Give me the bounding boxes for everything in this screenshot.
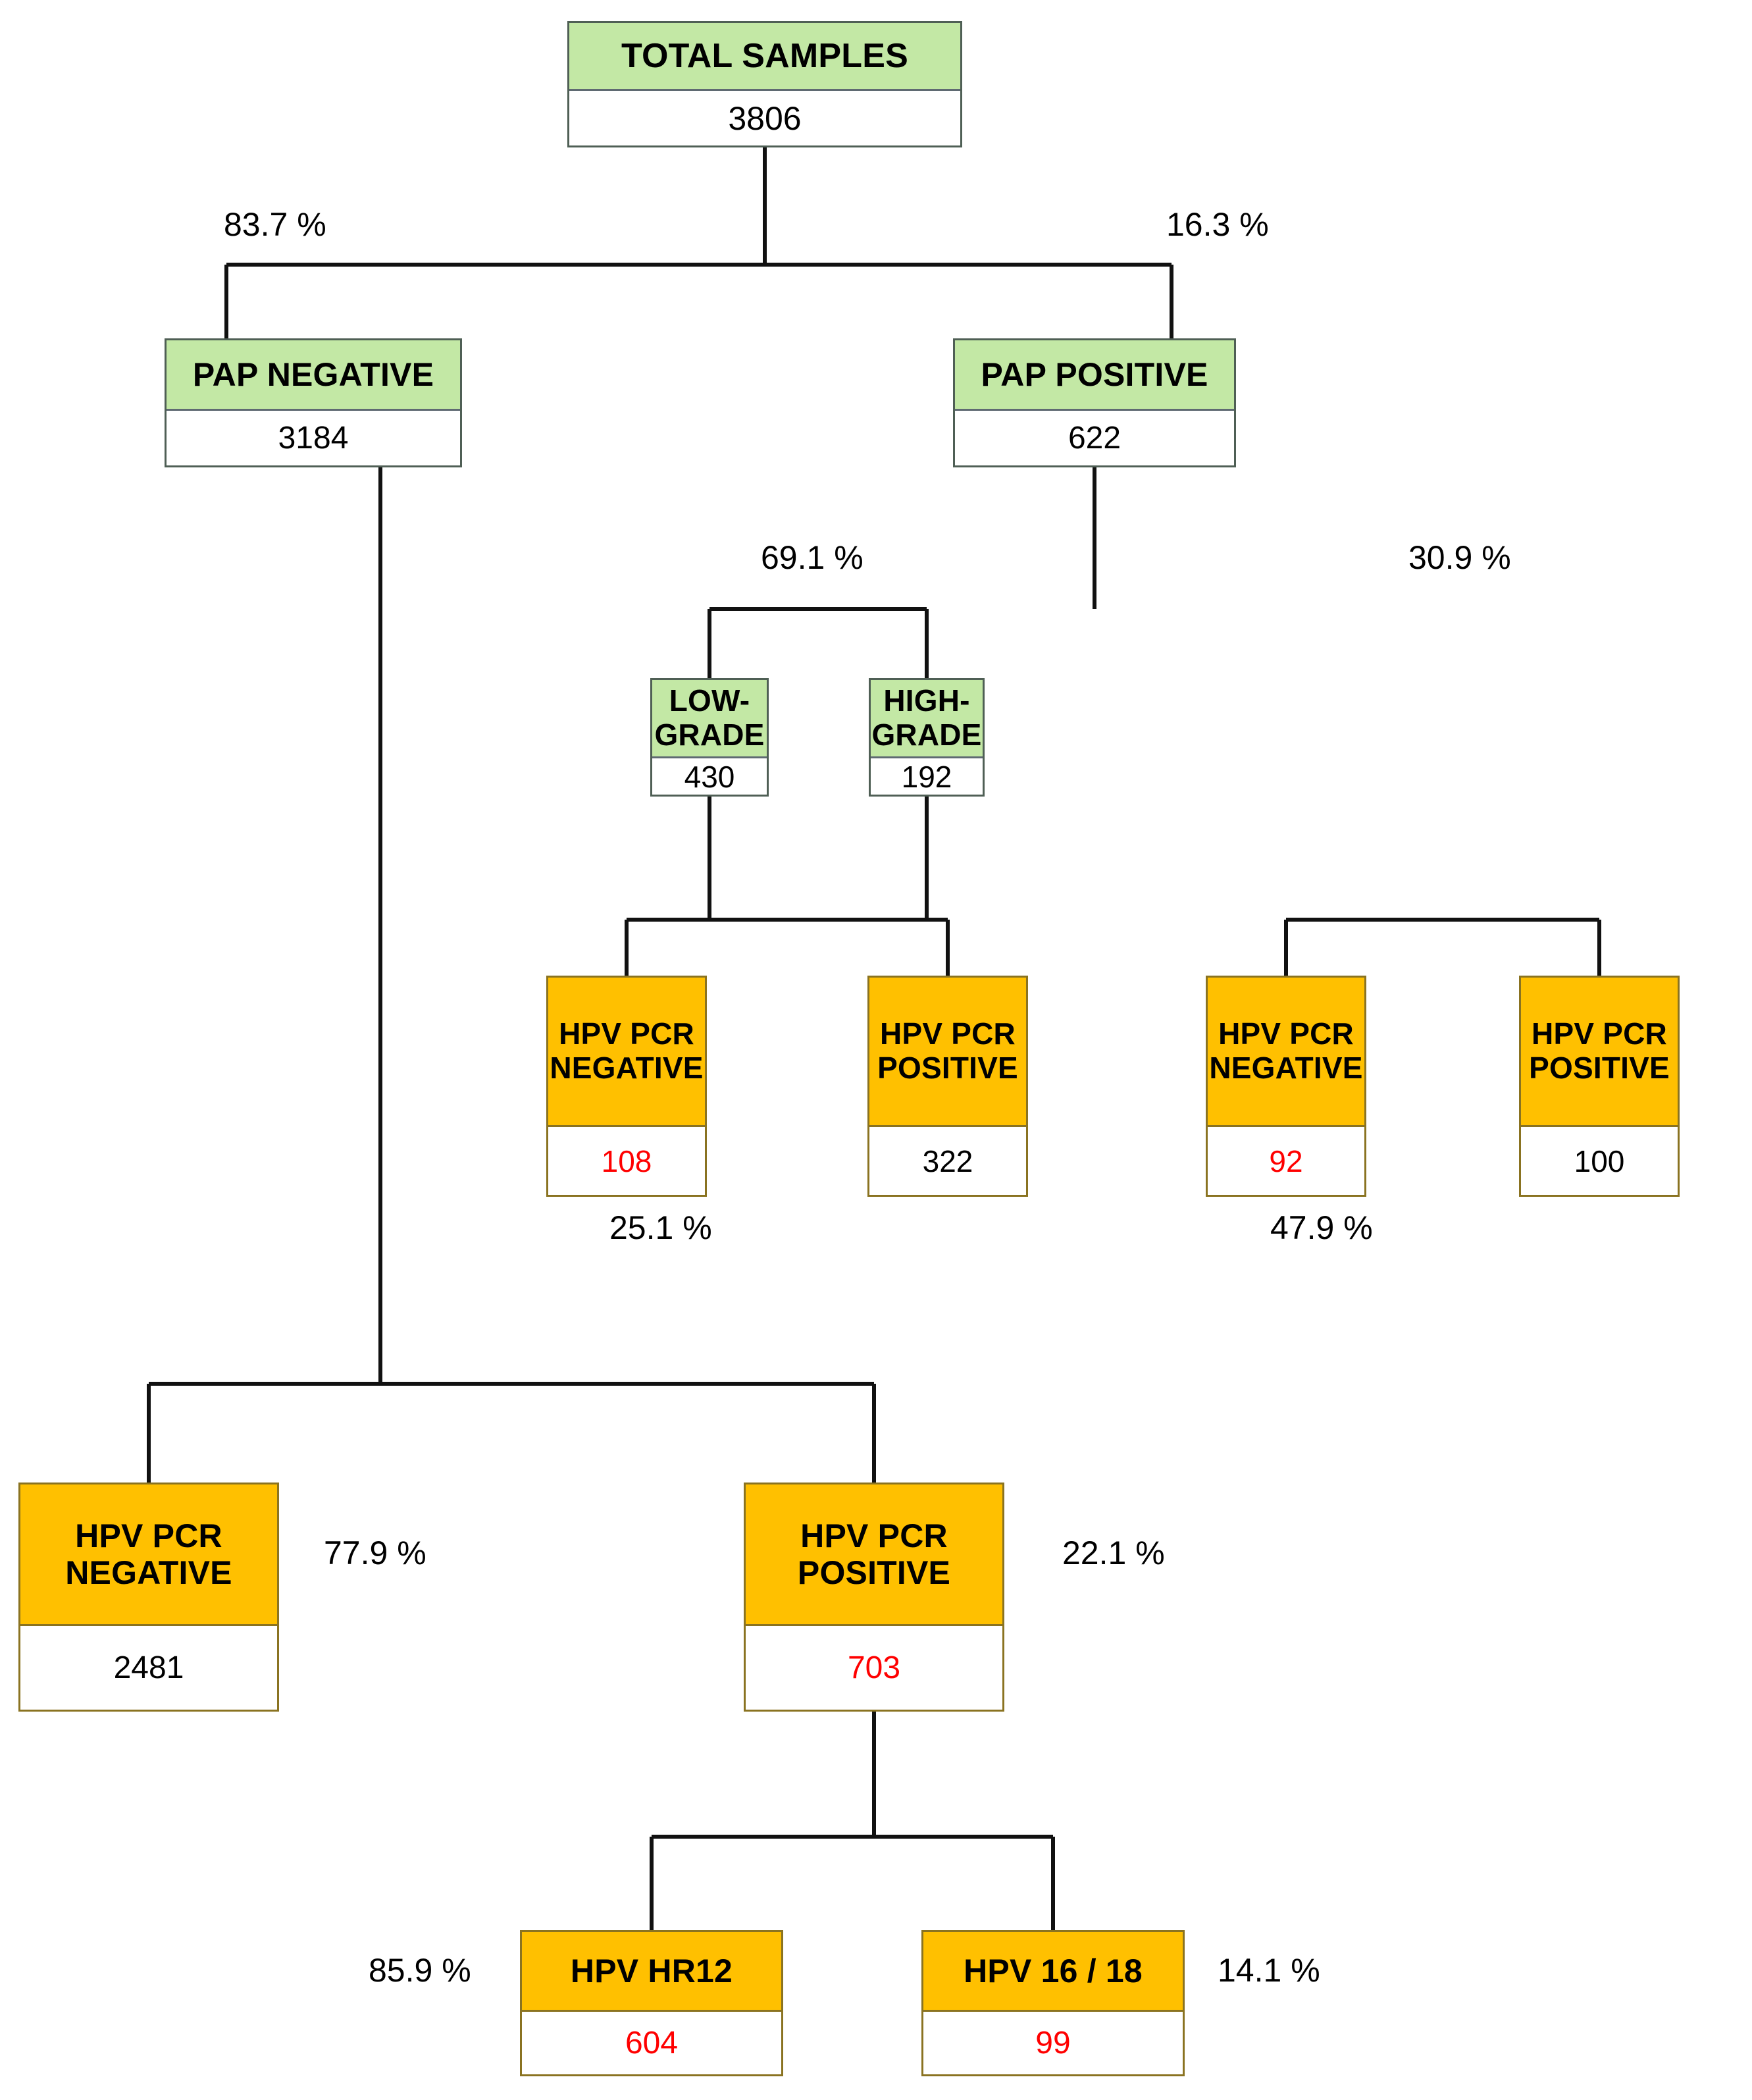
percent-label-highgrade-pcr-negative: 47.9 % (1270, 1209, 1373, 1246)
percent-label-hpv-hr12: 85.9 % (369, 1952, 471, 1989)
node-total-samples[interactable]: TOTAL SAMPLES 3806 (567, 21, 962, 147)
node-hpv-16-18-value: 99 (923, 2010, 1183, 2074)
node-low-grade-label: LOW-GRADE (652, 680, 767, 756)
node-highgrade-hpv-pcr-negative-value: 92 (1208, 1125, 1364, 1195)
node-total-samples-value: 3806 (569, 89, 960, 145)
node-lowgrade-hpv-pcr-negative[interactable]: HPV PCR NEGATIVE 108 (546, 976, 707, 1197)
node-papnegative-hpv-pcr-positive-label: HPV PCR POSITIVE (746, 1484, 1002, 1624)
node-papnegative-hpv-pcr-positive[interactable]: HPV PCR POSITIVE 703 (744, 1483, 1004, 1712)
node-pap-positive[interactable]: PAP POSITIVE 622 (953, 338, 1236, 467)
node-lowgrade-hpv-pcr-positive-value: 322 (869, 1125, 1026, 1195)
node-hpv-hr12-value: 604 (522, 2010, 781, 2074)
node-low-grade[interactable]: LOW-GRADE 430 (650, 678, 769, 797)
node-high-grade-value: 192 (871, 756, 983, 795)
percent-label-papnegative-pcr-negative: 77.9 % (324, 1535, 426, 1571)
node-hpv-hr12[interactable]: HPV HR12 604 (520, 1930, 783, 2076)
percent-label-hpv-16-18: 14.1 % (1218, 1952, 1320, 1989)
node-high-grade-label: HIGH-GRADE (871, 680, 983, 756)
percent-label-lowgrade-pcr-negative: 25.1 % (609, 1209, 712, 1246)
node-total-samples-label: TOTAL SAMPLES (569, 23, 960, 89)
node-pap-positive-label: PAP POSITIVE (955, 340, 1234, 409)
node-highgrade-hpv-pcr-negative-label: HPV PCR NEGATIVE (1208, 978, 1364, 1125)
node-pap-negative-value: 3184 (167, 409, 460, 465)
node-hpv-16-18[interactable]: HPV 16 / 18 99 (921, 1930, 1185, 2076)
node-low-grade-value: 430 (652, 756, 767, 795)
node-papnegative-hpv-pcr-negative-label: HPV PCR NEGATIVE (20, 1484, 277, 1624)
node-highgrade-hpv-pcr-positive-label: HPV PCR POSITIVE (1521, 978, 1678, 1125)
node-pap-positive-value: 622 (955, 409, 1234, 465)
node-lowgrade-hpv-pcr-positive-label: HPV PCR POSITIVE (869, 978, 1026, 1125)
percent-label-papnegative-pcr-positive: 22.1 % (1062, 1535, 1165, 1571)
node-pap-negative[interactable]: PAP NEGATIVE 3184 (165, 338, 462, 467)
percent-label-high-grade: 30.9 % (1408, 539, 1511, 576)
percent-label-pap-positive: 16.3 % (1166, 206, 1269, 243)
node-lowgrade-hpv-pcr-positive[interactable]: HPV PCR POSITIVE 322 (867, 976, 1028, 1197)
percent-label-low-grade: 69.1 % (761, 539, 863, 576)
node-highgrade-hpv-pcr-positive[interactable]: HPV PCR POSITIVE 100 (1519, 976, 1680, 1197)
percent-label-pap-negative: 83.7 % (224, 206, 326, 243)
node-hpv-16-18-label: HPV 16 / 18 (923, 1932, 1183, 2010)
node-highgrade-hpv-pcr-negative[interactable]: HPV PCR NEGATIVE 92 (1206, 976, 1366, 1197)
node-hpv-hr12-label: HPV HR12 (522, 1932, 781, 2010)
node-papnegative-hpv-pcr-negative[interactable]: HPV PCR NEGATIVE 2481 (18, 1483, 279, 1712)
node-high-grade[interactable]: HIGH-GRADE 192 (869, 678, 985, 797)
node-lowgrade-hpv-pcr-negative-label: HPV PCR NEGATIVE (548, 978, 705, 1125)
node-papnegative-hpv-pcr-positive-value: 703 (746, 1624, 1002, 1710)
node-pap-negative-label: PAP NEGATIVE (167, 340, 460, 409)
node-highgrade-hpv-pcr-positive-value: 100 (1521, 1125, 1678, 1195)
node-papnegative-hpv-pcr-negative-value: 2481 (20, 1624, 277, 1710)
node-lowgrade-hpv-pcr-negative-value: 108 (548, 1125, 705, 1195)
